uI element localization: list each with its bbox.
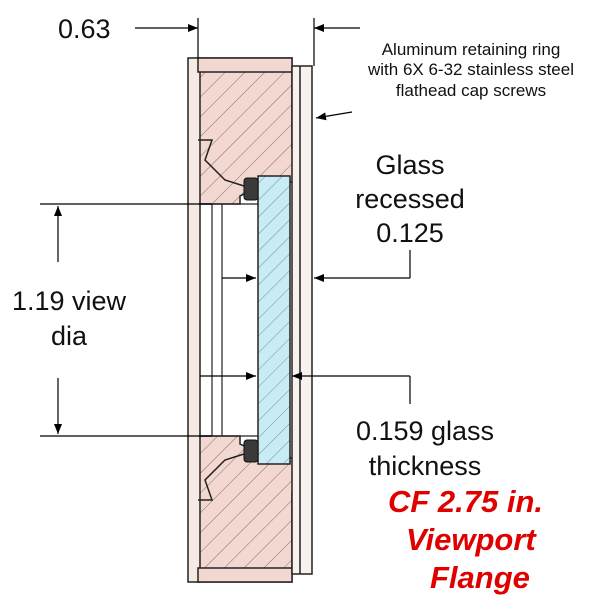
label-glass-thickness: 0.159 glass thickness <box>340 414 510 484</box>
glass-window <box>257 175 291 465</box>
label-view-diameter-line2: dia <box>50 321 88 352</box>
label-glass-recess-line2: recessed <box>355 184 465 215</box>
label-retaining-ring-line1: Aluminum retaining ring <box>381 40 561 59</box>
label-glass-recess-line3: 0.125 <box>376 218 444 249</box>
leader-retaining-ring <box>315 111 353 121</box>
label-glass-recess-line1: Glass <box>375 150 445 180</box>
label-view-diameter-line1: 1.19 view <box>11 286 127 316</box>
label-view-diameter: 1.19 view dia <box>4 284 134 354</box>
title-line2: Viewport <box>406 522 536 557</box>
knife-edge-top <box>198 139 245 187</box>
flange-rim-bottom <box>197 567 293 583</box>
dim-glass-recess <box>222 250 411 282</box>
label-glass-recess: Glass recessed 0.125 <box>330 148 490 250</box>
seal-bottom <box>243 439 259 463</box>
label-flange-thickness: 0.63 <box>58 14 111 44</box>
flange-rim-top <box>197 57 293 73</box>
dim-view-diameter <box>40 203 212 437</box>
seal-top <box>243 177 259 201</box>
label-retaining-ring: Aluminum retaining ring with 6X 6-32 sta… <box>346 40 596 101</box>
label-glass-thickness-line1: 0.159 glass <box>355 416 495 446</box>
knife-edge-bottom <box>198 453 245 501</box>
retaining-ring-body <box>291 65 313 575</box>
title-line1: CF 2.75 in. <box>388 484 544 519</box>
dim-glass-thickness <box>200 372 411 404</box>
label-retaining-ring-line2: with 6X 6-32 stainless steel <box>368 60 574 80</box>
retaining-ring <box>291 65 313 575</box>
flange-outer-wall <box>187 57 201 583</box>
label-glass-thickness-line2: thickness <box>368 451 482 482</box>
label-retaining-ring-line3: flathead cap screws <box>395 80 547 100</box>
dim-flange-thickness <box>135 18 360 66</box>
view-bore <box>198 203 258 437</box>
title-line3: Flange <box>430 560 530 595</box>
